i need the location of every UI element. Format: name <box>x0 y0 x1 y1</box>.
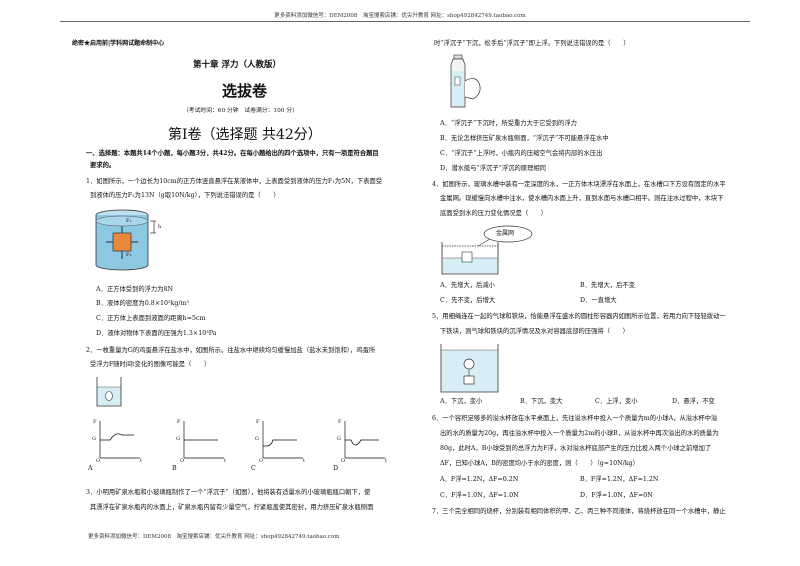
q4-line-3: 底面受到水的压力变化情况是（ ） <box>440 210 548 217</box>
q4-line-2: 金属网。现缓慢向水槽中注水，使水槽内水面上升，直到水面与水槽口相平。则在注水过程… <box>440 195 724 202</box>
q2-a-f-label: F <box>93 419 97 425</box>
q5-option-b: B．下沉，变大 <box>520 398 563 405</box>
q4-tank-figure <box>441 225 533 275</box>
q2-c-origin: O <box>259 458 264 464</box>
q3-option-c: C．“浮沉子”上浮时，小瓶内的压缩空气会将内部的水压出 <box>440 150 603 157</box>
q2-graph-b <box>183 421 224 459</box>
q2-graph-c <box>262 421 303 459</box>
q2-graph-a <box>99 421 140 459</box>
q4-line-1: 4．如图所示，玻璃水槽中装有一定深度的水，一正方体木块漂浮在水面上，在水槽口下方… <box>432 181 726 188</box>
q6-line-3: 80g，此时A，B小球受到的总浮力为F浮，水对溢水杯底部产生的压力比投入两个小球… <box>440 445 712 452</box>
q3-line-2: 其漂浮在矿泉水瓶内的水面上，矿泉水瓶内留有少量空气，拧紧瓶盖使其密封，用力挤压矿… <box>90 504 374 511</box>
q2-b-g-label: G <box>176 436 180 442</box>
q2-d-g-label: G <box>337 436 341 442</box>
page-header: 更多资料添加微信号：DEM2008 淘宝搜索店铺：优尖升教育 网址：shop49… <box>274 13 526 19</box>
q2-a-origin: O <box>96 458 101 464</box>
q2-beaker-figure <box>96 377 122 407</box>
secret-mark: 绝密★启用前|学科网试题命制中心 <box>72 40 165 47</box>
q2-d-f-label: F <box>338 419 342 425</box>
q1-fig-h: h <box>158 224 162 230</box>
q6-option-c: C．F浮=1.0N，ΔF=1.0N <box>440 492 519 499</box>
q3-line-1: 3．小明用矿泉水瓶和小玻璃瓶制作了一个“浮沉子”（如图），他将装有适量水的小玻璃… <box>86 489 371 496</box>
q2-a-g-label: G <box>92 436 96 442</box>
q2-line-2: 受浮力F随时间t变化的图像可能是（ ） <box>90 361 211 368</box>
q1-line-1: 1．如图所示，一个边长为10cm的正方体竖直悬浮在某液体中，上表面受到液体的压力… <box>86 178 383 185</box>
q1-option-d: D．液体对物体下表面的压强为1.3×10³Pa <box>96 330 217 337</box>
q2-b-t-label: t <box>224 458 227 464</box>
q3-bottle-figure <box>450 54 481 108</box>
q5-container-figure <box>440 344 499 393</box>
q5-line-2: 下铁块，则气球和铁块的沉浮情况及水对容器底部的压强将（ ） <box>440 328 629 335</box>
q3-line-3: 时“浮沉子”下沉，松手后“浮沉子”即上浮。下列说法错误的是（ ） <box>434 40 630 47</box>
q4-option-d: D．一直增大 <box>580 297 617 304</box>
q2-d-origin: O <box>341 458 346 464</box>
q2-option-d: D <box>333 465 339 472</box>
q2-option-c: C <box>251 465 256 472</box>
instruction-line-2: 要求的。 <box>90 162 116 169</box>
paper-title: 选拔卷 <box>222 82 268 100</box>
q3-option-b: B．无论怎样挤压矿泉水瓶侧面，“浮沉子”不可能悬浮在水中 <box>440 135 609 142</box>
q1-line-2: 到液体的压力F₂为13N（g取10N/kg），下列说法错误的是（ ） <box>90 192 280 199</box>
q5-option-d: D．悬浮，不变 <box>672 398 715 405</box>
q5-option-a: A．下沉，变小 <box>440 398 483 405</box>
q7-line-1: 7．三个完全相同的烧杯，分别装有相同体积的甲、乙、丙三种不同液体，将烧杯放在同一… <box>432 508 726 515</box>
q2-option-a: A <box>88 465 93 472</box>
page-footer: 更多资料添加微信号：DEM2008 淘宝搜索店铺：优尖升教育 网址：shop49… <box>88 534 340 540</box>
q1-fig-f2: F₂ <box>126 252 132 258</box>
q2-b-origin: O <box>180 458 185 464</box>
q2-d-t-label: t <box>385 458 388 464</box>
exam-meta: （考试时间：60 分钟 试卷满分：100 分） <box>183 108 298 114</box>
q6-option-a: A．F浮=1.2N，ΔF=0.2N <box>440 476 519 483</box>
q2-graph-d <box>344 421 385 459</box>
section-title: 第Ⅰ卷（选择题 共42分） <box>168 127 322 143</box>
q1-fig-f1: F₁ <box>126 218 132 224</box>
q6-line-1: 6．一个容积足够多的溢水杯放在水平桌面上，先往溢水杯中投入一个质量为m的小球A，… <box>432 415 718 422</box>
q2-option-b: B <box>172 465 177 472</box>
q5-option-c: C．上浮，变小 <box>595 398 638 405</box>
instruction-line-1: 一、选择题：本题共14个小题，每小题3分，共42分。在每小题给出的四个选项中，只… <box>86 150 379 157</box>
chapter-title: 第十章 浮力（人教版） <box>193 60 281 70</box>
q2-c-t-label: t <box>303 458 306 464</box>
q6-line-4: ΔF，已知小球A，B的密度均小于水的密度，则（ ）（g=10N/kg） <box>440 460 639 467</box>
q5-line-1: 5．用细绳连在一起的气球和铁块，恰能悬浮在盛水的圆柱形容器内如图所示位置，若用力… <box>432 313 726 320</box>
q6-option-b: B．F浮=1.2N，ΔF=1.2N <box>580 476 659 483</box>
q2-b-f-label: F <box>177 419 181 425</box>
q4-option-c: C．先不变，后增大 <box>440 297 496 304</box>
q4-option-a: A．先增大，后减小 <box>440 282 495 289</box>
q3-option-a: A．“浮沉子”下沉时，所受重力大于它受到的浮力 <box>440 120 577 127</box>
q1-option-c: C．正方体上表面到液面的距离h=5cm <box>96 315 206 322</box>
q2-a-t-label: t <box>140 458 143 464</box>
q1-option-b: B．液体的密度为0.8×10³kg/m³ <box>96 300 189 307</box>
q6-line-2: 出的水的质量为20g，再往溢水杯中投入一个质量为2m的小球B，从溢水杯中再次溢出… <box>440 430 719 437</box>
q2-c-f-label: F <box>256 419 260 425</box>
header-rule <box>60 21 750 22</box>
q3-option-d: D．潜水艇与“浮沉子”浮沉的原理相同 <box>440 165 546 172</box>
q1-figure <box>95 209 156 271</box>
q1-option-a: A．正方体受到的浮力为8N <box>96 286 174 293</box>
q2-line-1: 2．一枚重量为G的鸡蛋悬浮在盐水中，如图所示。往盐水中继续均匀缓慢加盐（盐水未到… <box>86 347 376 354</box>
q4-option-b: B．先增大，后不变 <box>580 282 636 289</box>
q6-option-d: D．F浮=1.0N，ΔF=0N <box>580 492 653 499</box>
q4-metal-mesh-label: 金属网 <box>496 230 515 237</box>
q2-c-g-label: G <box>255 436 259 442</box>
